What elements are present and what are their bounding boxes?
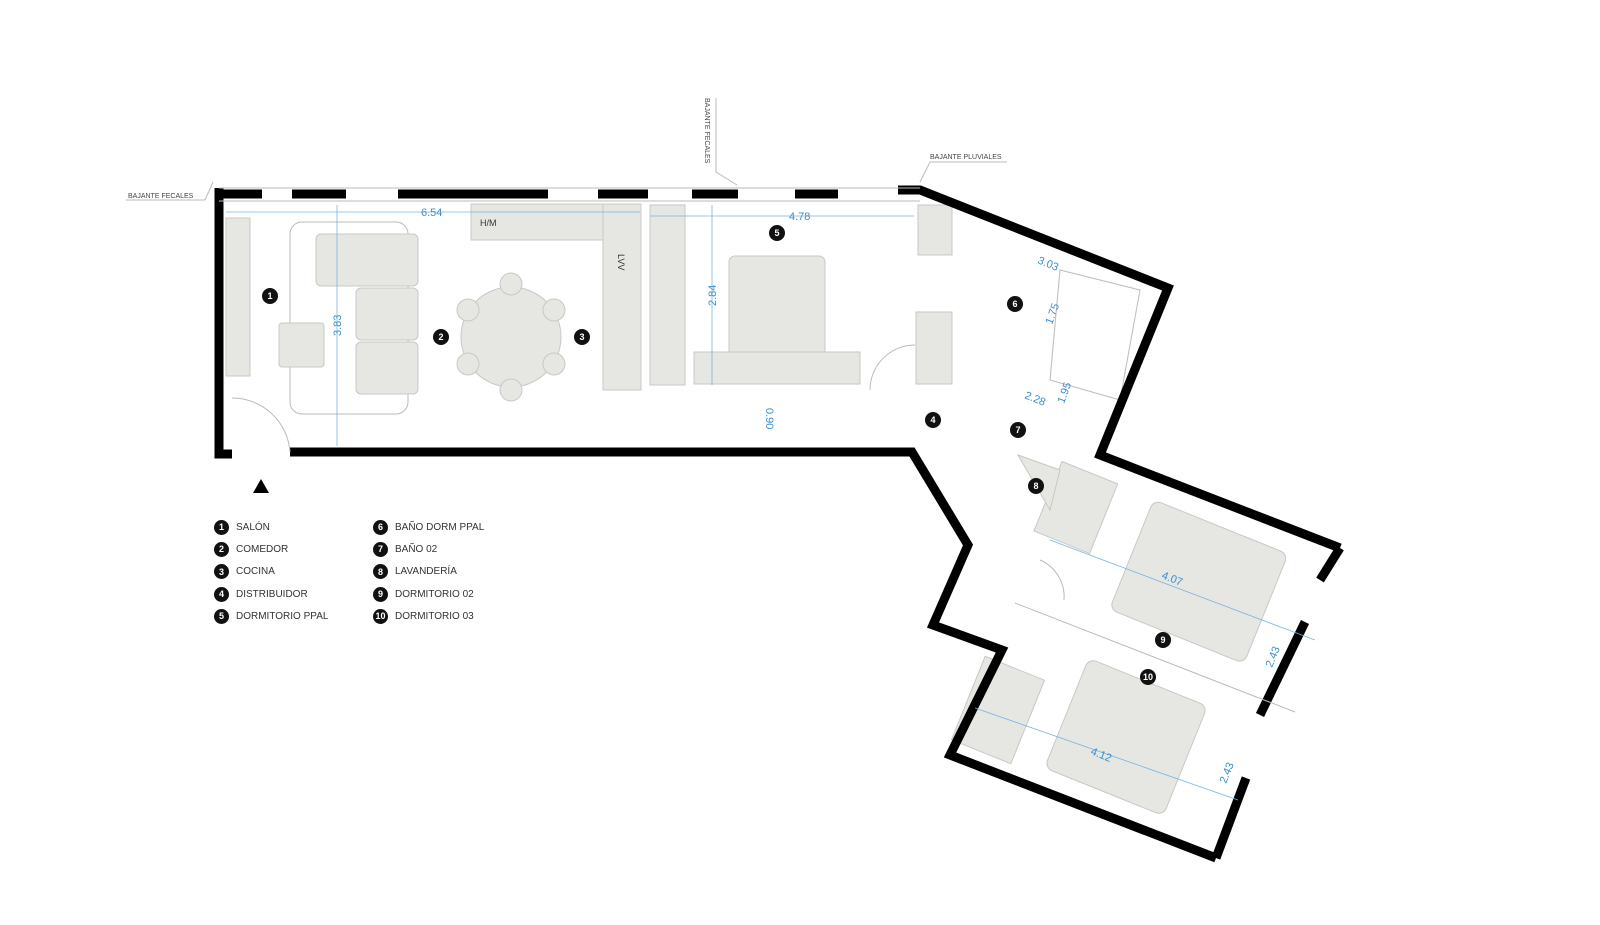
room-marker-3: 3 — [574, 329, 590, 345]
svg-text:4: 4 — [930, 415, 935, 425]
room-marker-5: 5 — [769, 225, 785, 241]
room-marker-2: 2 — [433, 329, 449, 345]
room-marker-8: 8 — [1028, 478, 1044, 494]
dim-salon-width: 6.54 — [421, 207, 442, 219]
svg-text:2: 2 — [438, 332, 443, 342]
svg-text:7: 7 — [1015, 425, 1020, 435]
svg-text:10: 10 — [1143, 672, 1153, 682]
lvv-label: LVV — [616, 254, 626, 270]
svg-text:3: 3 — [579, 332, 584, 342]
room-markers: 1 2 3 4 5 6 7 8 9 10 — [262, 225, 1171, 685]
room-marker-6: 6 — [1007, 296, 1023, 312]
hm-label: H/M — [480, 218, 497, 228]
furniture — [225, 203, 1287, 814]
room-marker-4: 4 — [925, 412, 941, 428]
bajante-fecales-left: BAJANTE FECALES — [128, 193, 194, 200]
dim-bano02-width: 2.28 — [1023, 390, 1047, 409]
dimension-lines — [226, 205, 1316, 801]
dim-passage: 0.90 — [763, 408, 775, 429]
entrance-arrow-icon — [253, 479, 269, 493]
room-marker-1: 1 — [262, 288, 278, 304]
bajante-fecales-top: BAJANTE FECALES — [703, 98, 710, 164]
svg-text:8: 8 — [1033, 481, 1038, 491]
dim-salon-depth: 3.83 — [332, 315, 344, 336]
dim-bano-ppal-depth: 1.75 — [1044, 302, 1063, 326]
walls — [214, 185, 1344, 863]
dim-bano02-depth: 1.95 — [1056, 381, 1075, 405]
svg-text:9: 9 — [1160, 635, 1165, 645]
room-marker-9: 9 — [1155, 632, 1171, 648]
svg-text:6: 6 — [1012, 299, 1017, 309]
dim-dorm-ppal-width: 4.78 — [789, 211, 810, 223]
dim-dorm-ppal-depth: 2.84 — [707, 285, 719, 306]
dim-dorm03-depth: 2.43 — [1218, 761, 1237, 785]
svg-text:1: 1 — [267, 291, 272, 301]
svg-text:5: 5 — [774, 228, 779, 238]
dim-bano-ppal-width: 3.03 — [1036, 255, 1060, 274]
room-marker-7: 7 — [1010, 422, 1026, 438]
bajante-pluviales: BAJANTE PLUVIALES — [930, 154, 1002, 161]
room-marker-10: 10 — [1140, 669, 1156, 685]
